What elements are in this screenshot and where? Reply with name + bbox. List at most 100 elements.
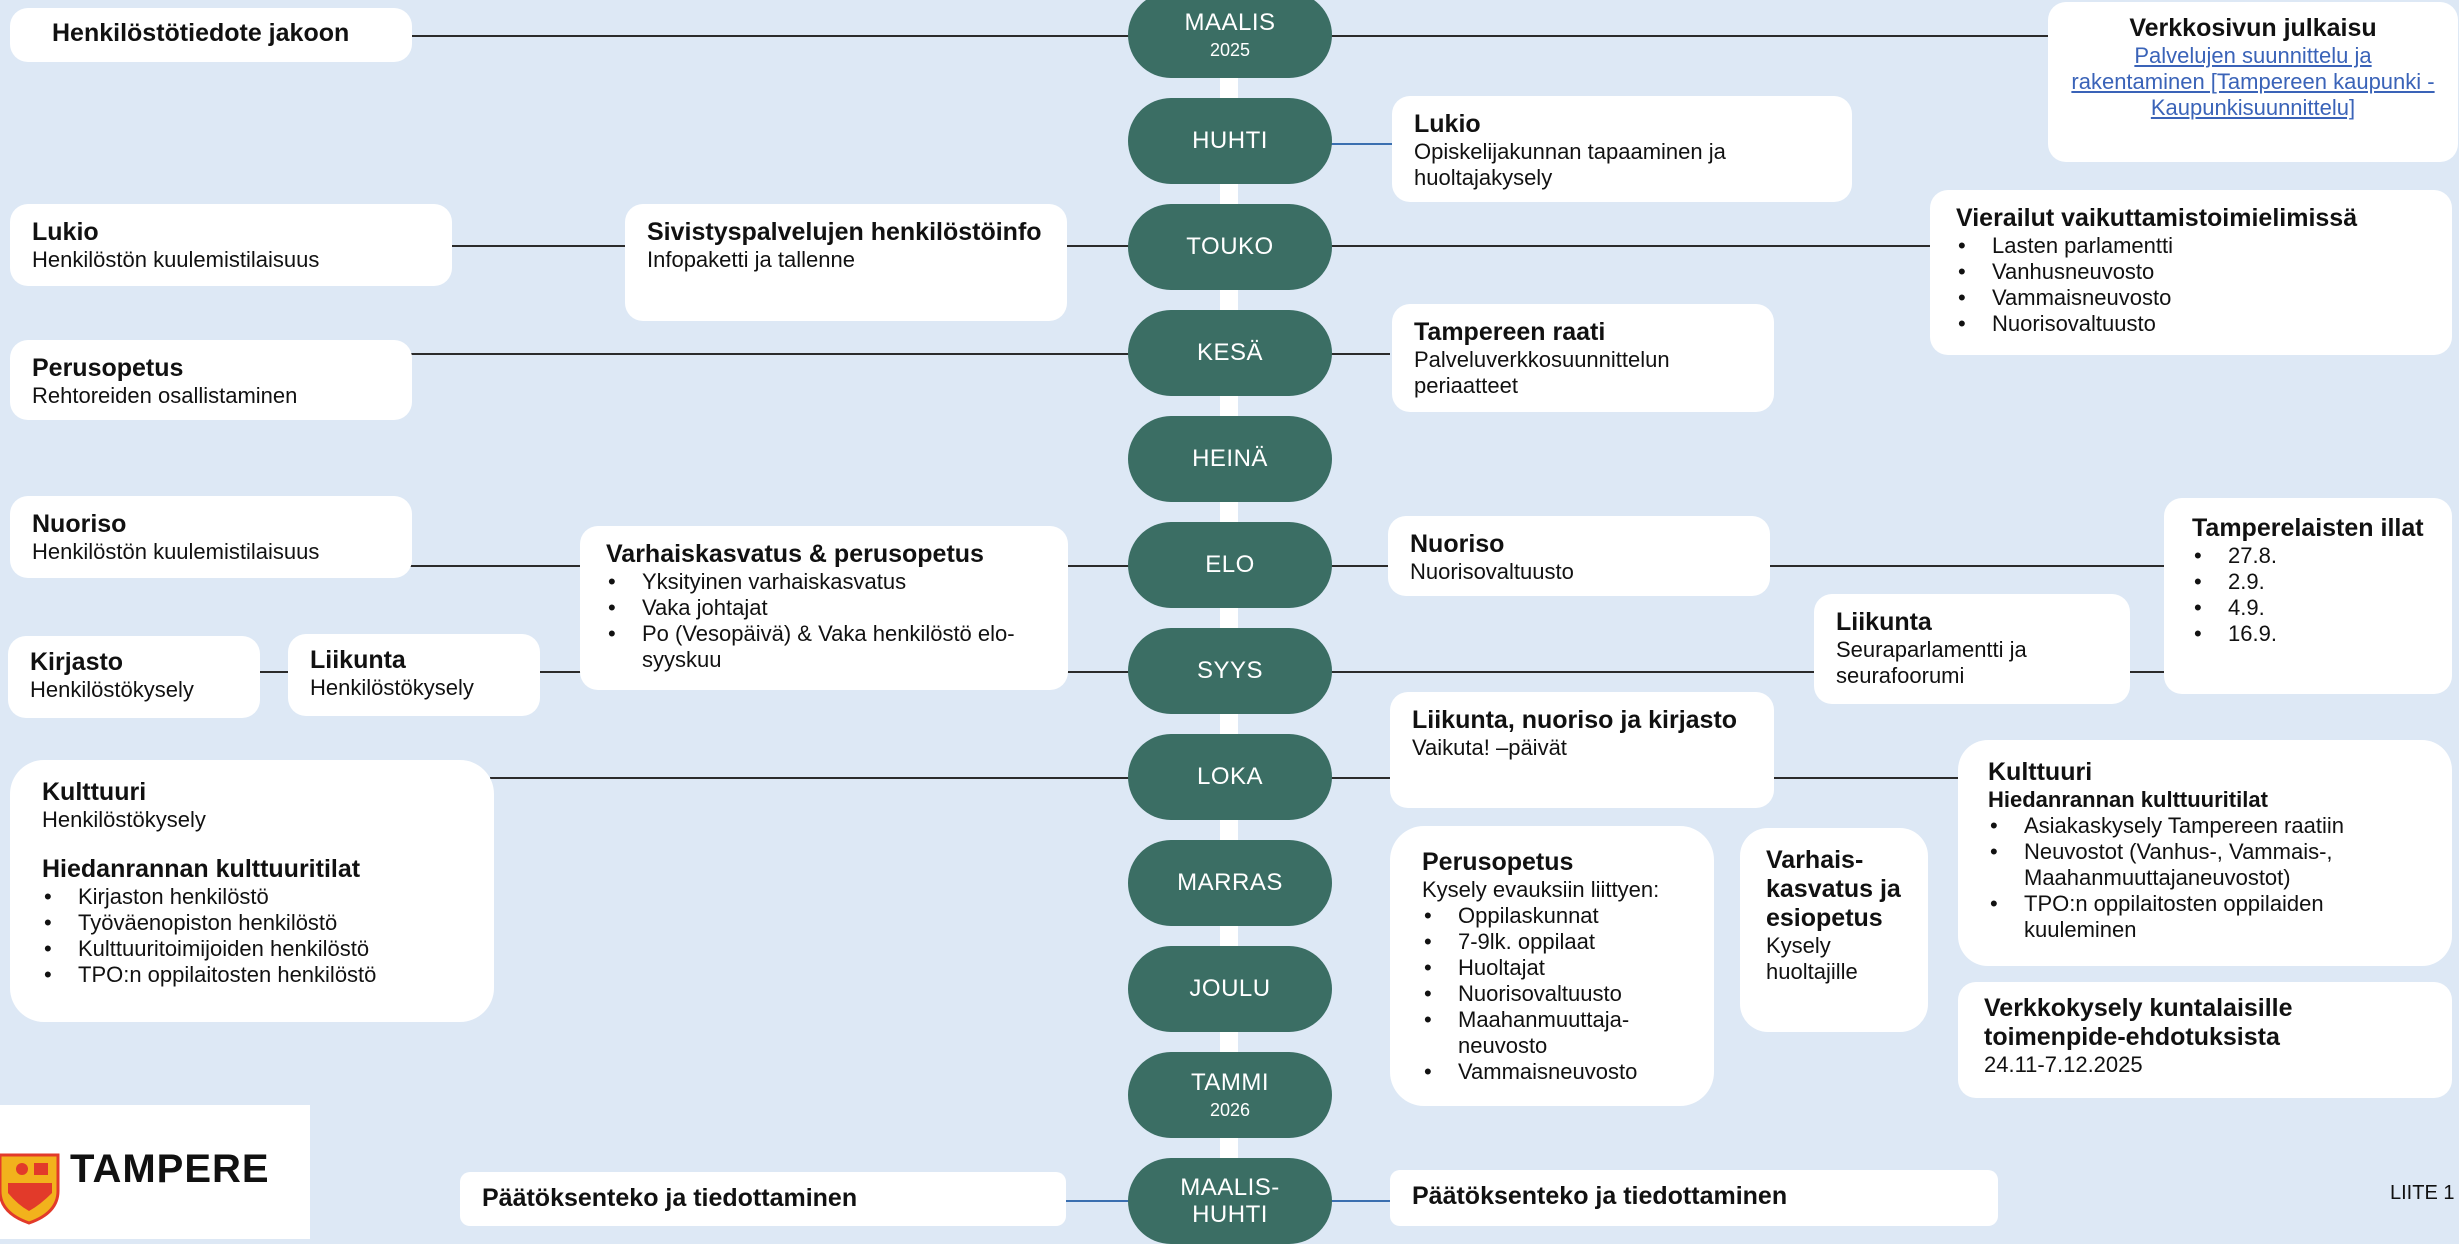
box-title: Kulttuuri — [1988, 758, 2093, 786]
month-tammi-2026: TAMMI 2026 — [1128, 1052, 1332, 1138]
month-year: 2026 — [1209, 1100, 1251, 1120]
box-text: Henkilöstön kuulemistilaisuus — [32, 539, 320, 564]
box-text: Henkilöstön kuulemistilaisuus — [32, 247, 320, 272]
box-liikunta-henkilosto: Liikunta Henkilöstökysely — [288, 634, 540, 716]
box-tamperelaisten-illat: Tamperelaisten illat 27.8. 2.9. 4.9. 16.… — [2164, 498, 2452, 694]
list-item: Neuvostot (Vanhus-, Vammais-, Maahanmuut… — [1988, 839, 2422, 891]
box-title: Kirjasto — [30, 648, 124, 676]
box-title: Liikunta — [310, 646, 406, 674]
list-item: Kulttuuritoimijoiden henkilöstö — [42, 936, 462, 962]
month-kesa: KESÄ — [1128, 310, 1332, 396]
month-label: HUHTI — [1192, 127, 1268, 154]
box-text: Henkilöstökysely — [42, 807, 206, 832]
box-text: Infopaketti ja tallenne — [647, 247, 855, 272]
list-item: Työväenopiston henkilöstö — [42, 910, 462, 936]
list-item: Vammaisneuvosto — [1956, 285, 2426, 311]
box-liikunta-seuraparlamentti: Liikunta Seuraparlamentti ja seurafoorum… — [1814, 594, 2130, 704]
list-item: Lasten parlamentti — [1956, 233, 2426, 259]
month-loka: LOKA — [1128, 734, 1332, 820]
box-title: Verkkosivun julkaisu — [2129, 14, 2377, 42]
box-text: Palveluverkkosuunnittelun periaatteet — [1414, 347, 1670, 398]
box-title: Vierailut vaikuttamistoimielimissä — [1956, 204, 2358, 232]
box-title: Tampereen raati — [1414, 318, 1606, 346]
list-item: Yksityinen varhaiskasvatus — [606, 569, 1042, 595]
box-text: Seuraparlamentti ja seurafoorumi — [1836, 637, 2027, 688]
list-item: 7-9lk. oppilaat — [1422, 929, 1682, 955]
month-label: KESÄ — [1196, 339, 1264, 366]
month-label: SYYS — [1196, 657, 1264, 684]
box-title: Päätöksenteko ja tiedottaminen — [482, 1184, 858, 1212]
list-item: Vammaisneuvosto — [1422, 1059, 1682, 1085]
box-title: Perusopetus — [1422, 848, 1574, 876]
box-text: Opiskelijakunnan tapaaminen ja huoltajak… — [1414, 139, 1726, 190]
tampere-crest-icon — [0, 1153, 60, 1225]
box-varhaiskasvatus-esiopetus: Varhais-kasvatus ja esiopetus Kysely huo… — [1740, 828, 1928, 1032]
box-lukio-huhti: Lukio Opiskelijakunnan tapaaminen ja huo… — [1392, 96, 1852, 202]
month-label: TOUKO — [1186, 233, 1274, 260]
list-item: Kirjaston henkilöstö — [42, 884, 462, 910]
link-palvelujen-suunnittelu[interactable]: Palvelujen suunnittelu ja rakentaminen [… — [2071, 43, 2435, 120]
box-title: Päätöksenteko ja tiedottaminen — [1412, 1182, 1788, 1210]
month-label: TAMMI — [1190, 1069, 1270, 1096]
box-text: 24.11-7.12.2025 — [1984, 1052, 2143, 1077]
box-perusopetus-kysely: Perusopetus Kysely evauksiin liittyen: O… — [1390, 826, 1714, 1106]
month-maalis-huhti: MAALIS- HUHTI — [1128, 1158, 1332, 1244]
box-liikunta-nuoriso-kirjasto: Liikunta, nuoriso ja kirjasto Vaikuta! –… — [1390, 692, 1774, 808]
list-item: Nuorisovaltuusto — [1422, 981, 1682, 1007]
box-verkkosivun-julkaisu: Verkkosivun julkaisu Palvelujen suunnitt… — [2048, 2, 2458, 162]
list-item: TPO:n oppilaitosten oppilaiden kuulemine… — [1988, 891, 2422, 943]
box-vierailut: Vierailut vaikuttamistoimielimissä Laste… — [1930, 190, 2452, 355]
month-year: 2025 — [1209, 40, 1251, 60]
box-title: Tamperelaisten illat — [2192, 514, 2424, 542]
box-title: Verkkokysely kuntalaisille toimenpide-eh… — [1984, 994, 2293, 1051]
month-label: MAALIS — [1184, 9, 1276, 36]
list-item: 4.9. — [2192, 595, 2424, 621]
box-henkilostotiedote: Henkilöstötiedote jakoon — [10, 8, 412, 62]
box-title: Varhais-kasvatus ja esiopetus — [1766, 846, 1901, 932]
month-marras: MARRAS — [1128, 840, 1332, 926]
tampere-logo: TAMPERE — [0, 1105, 310, 1239]
appendix-label: LIITE 1 — [2390, 1182, 2455, 1204]
box-title: Liikunta, nuoriso ja kirjasto — [1412, 706, 1738, 734]
box-kulttuuri-henkilosto: Kulttuuri Henkilöstökysely Hiedanrannan … — [10, 760, 494, 1022]
box-title: Nuoriso — [1410, 530, 1505, 558]
list-item: Huoltajat — [1422, 955, 1682, 981]
list-item: Maahanmuuttaja-neuvosto — [1422, 1007, 1682, 1059]
list-item: 16.9. — [2192, 621, 2424, 647]
list-item: Vaka johtajat — [606, 595, 1042, 621]
box-text: Kysely huoltajille — [1766, 933, 1858, 984]
month-maalis-2025: MAALIS 2025 — [1128, 0, 1332, 78]
month-label: LOKA — [1196, 763, 1264, 790]
box-title: Sivistyspalvelujen henkilöstöinfo — [647, 218, 1042, 246]
month-heina: HEINÄ — [1128, 416, 1332, 502]
box-perusopetus-kesa: Perusopetus Rehtoreiden osallistaminen — [10, 340, 412, 420]
box-title: Varhaiskasvatus & perusopetus — [606, 540, 984, 568]
month-elo: ELO — [1128, 522, 1332, 608]
box-lukio-touko: Lukio Henkilöstön kuulemistilaisuus — [10, 204, 452, 286]
month-label: JOULU — [1189, 975, 1271, 1002]
logo-text: TAMPERE — [70, 1147, 270, 1191]
month-touko: TOUKO — [1128, 204, 1332, 290]
box-paatoksenteko-right: Päätöksenteko ja tiedottaminen — [1390, 1170, 1998, 1226]
box-nuoriso-henkilosto: Nuoriso Henkilöstön kuulemistilaisuus — [10, 496, 412, 578]
box-title: Kulttuuri — [42, 778, 147, 806]
box-title: Henkilöstötiedote jakoon — [52, 19, 350, 47]
box-text: Rehtoreiden osallistaminen — [32, 383, 298, 408]
box-tampereen-raati: Tampereen raati Palveluverkkosuunnittelu… — [1392, 304, 1774, 412]
month-syys: SYYS — [1128, 628, 1332, 714]
box-title: Perusopetus — [32, 354, 184, 382]
list-item: Oppilaskunnat — [1422, 903, 1682, 929]
month-label: ELO — [1205, 551, 1255, 578]
timeline-spine — [1220, 0, 1238, 1239]
box-text: Henkilöstökysely — [310, 675, 474, 700]
list-item: 27.8. — [2192, 543, 2424, 569]
box-subtitle: Hiedanrannan kulttuuritilat — [42, 855, 361, 883]
box-text: Vaikuta! –päivät — [1412, 735, 1567, 760]
box-title: Nuoriso — [32, 510, 127, 538]
box-title: Liikunta — [1836, 608, 1932, 636]
list-item: Asiakaskysely Tampereen raatiin — [1988, 813, 2422, 839]
box-verkkokysely: Verkkokysely kuntalaisille toimenpide-eh… — [1958, 982, 2452, 1098]
list-item: TPO:n oppilaitosten henkilöstö — [42, 962, 462, 988]
box-paatoksenteko-left: Päätöksenteko ja tiedottaminen — [460, 1172, 1066, 1226]
month-label: HEINÄ — [1192, 445, 1268, 472]
